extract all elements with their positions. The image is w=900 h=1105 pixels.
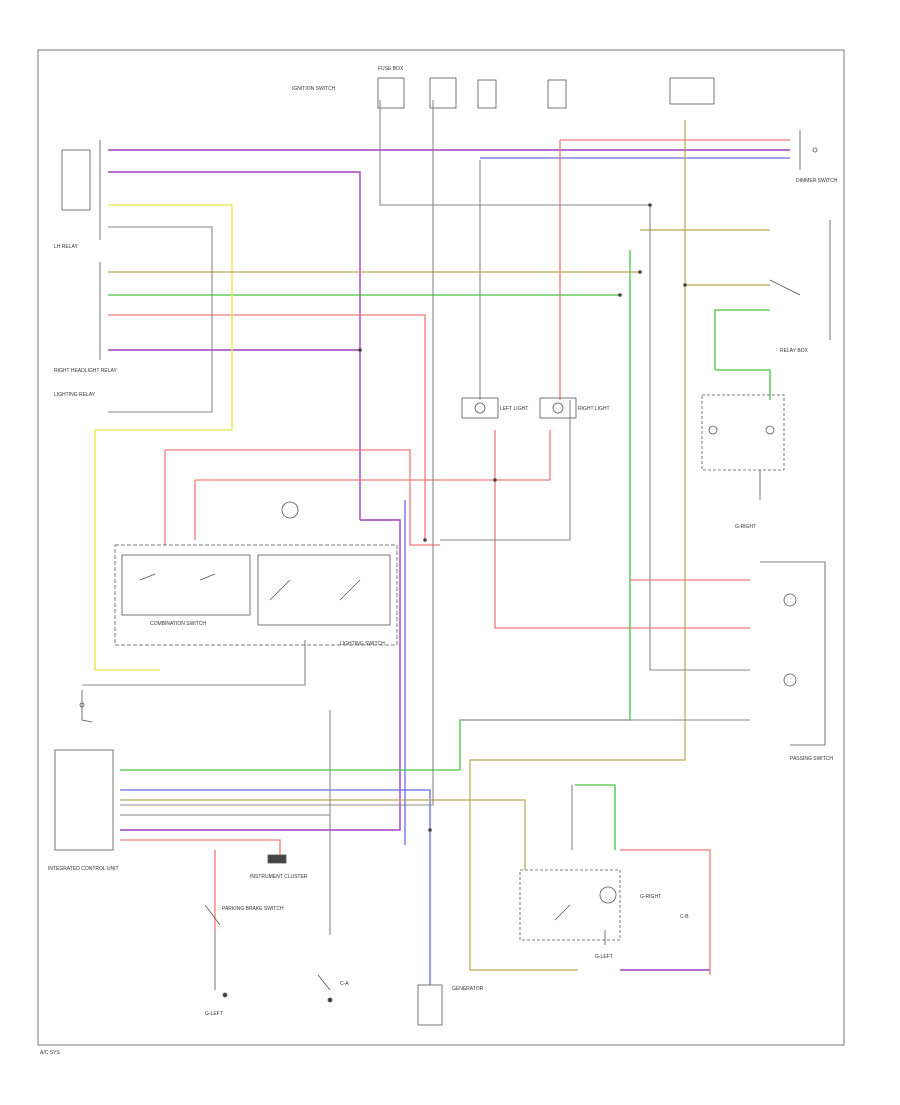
- combination-switch: [114, 501, 398, 646]
- wire-purple: [108, 149, 790, 971]
- right-connector-mid: [760, 561, 826, 746]
- combination-switch-label: COMBINATION SWITCH: [150, 621, 206, 627]
- middle-switch: [317, 974, 333, 1003]
- right-headlight-relay-label: RIGHT HEADLIGHT RELAY: [54, 368, 117, 374]
- passing-switch-label: PASSING SWITCH: [790, 756, 833, 762]
- connector-b-label: C-B: [680, 914, 689, 920]
- instrument-cluster-label: INSTRUMENT CLUSTER: [250, 874, 308, 880]
- generator-label: GENERATOR: [452, 986, 484, 992]
- diagram-frame: [37, 49, 845, 1046]
- parking-brake-switch-label: PARKING BRAKE SWITCH: [222, 906, 284, 912]
- fuse-block-1: [377, 77, 405, 109]
- left-relay-label: LH RELAY: [54, 244, 78, 250]
- relay-box-label: RELAY BOX: [780, 348, 809, 354]
- ground-left-a-label: G-LEFT: [205, 1011, 223, 1017]
- generator-box: [417, 984, 443, 1026]
- fuse-block-2: [429, 77, 457, 109]
- fuse-row: [377, 77, 715, 109]
- right-lamp-pair: [701, 394, 785, 500]
- ignition-switch-label: IGNITION SWITCH: [292, 86, 336, 92]
- integrated-control-unit-label: INTEGRATED CONTROL UNIT: [48, 866, 119, 872]
- ground-right-a-label: G-RIGHT: [735, 524, 756, 530]
- parking-brake-switch: [204, 904, 228, 998]
- fuse-block-3: [477, 79, 497, 109]
- left-light-label: LEFT LIGHT: [500, 406, 528, 412]
- dimmer-switch-label: DIMMER SWITCH: [796, 178, 838, 184]
- right-connector-top: [769, 130, 831, 340]
- wire-olive: [108, 120, 770, 971]
- wire-yellow: [94, 204, 233, 671]
- wire-red: [108, 139, 790, 975]
- wire-blue: [120, 157, 790, 985]
- integrated-control-unit: [54, 690, 114, 851]
- connector-a-label: C-A: [340, 981, 349, 987]
- wire-grey: [82, 100, 750, 935]
- left-connector-top: [61, 140, 101, 360]
- lighting-relay-label: LIGHTING RELAY: [54, 392, 96, 398]
- fuse-box-label: FUSE BOX: [378, 66, 404, 72]
- fuse-block-5: [669, 77, 715, 105]
- ground-right-b-label: G-RIGHT: [640, 894, 661, 900]
- bottom-code: A/C SYS: [40, 1050, 60, 1056]
- fuse-block-4: [547, 79, 567, 109]
- left-light: [461, 397, 499, 419]
- instrument-cluster: [267, 854, 287, 864]
- bottom-relay: [519, 869, 621, 945]
- right-light: [539, 397, 577, 419]
- ground-left-b-label: G-LEFT: [595, 954, 613, 960]
- right-light-label: RIGHT LIGHT: [578, 406, 610, 412]
- lighting-switch-label: LIGHTING SWITCH: [340, 641, 385, 647]
- splice-dots: [358, 203, 687, 832]
